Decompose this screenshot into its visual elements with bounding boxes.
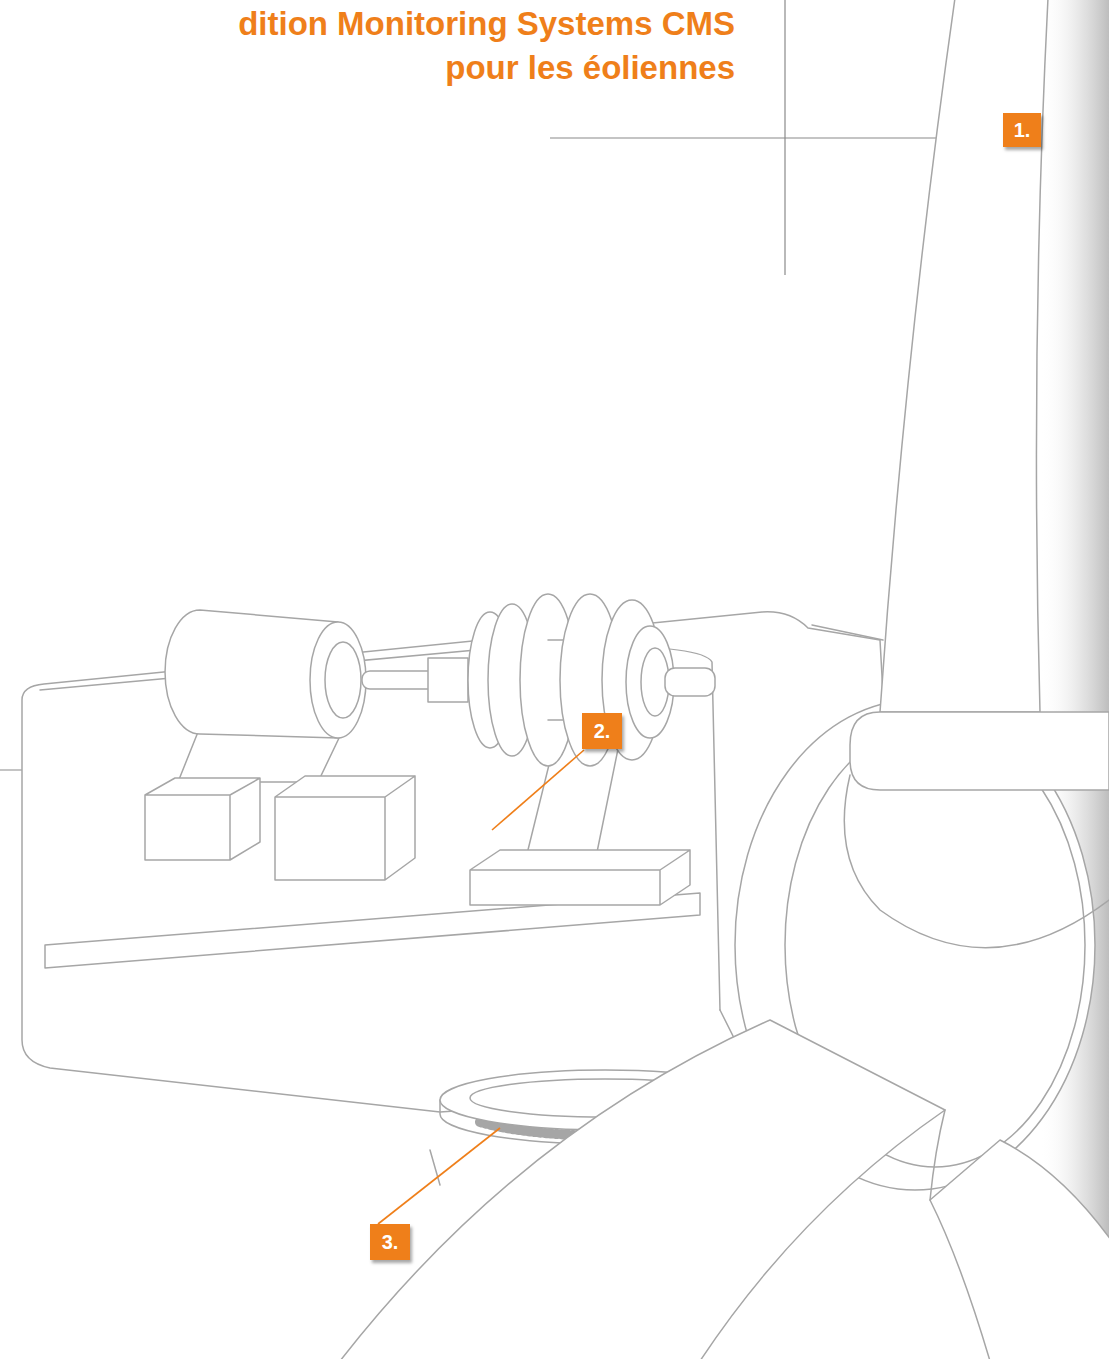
- blade-edge: [930, 1110, 945, 1200]
- foot-block: [145, 778, 260, 860]
- title: dition Monitoring Systems CMS pour les é…: [175, 2, 735, 90]
- leader-lines: [378, 750, 584, 1224]
- gearbox-base: [470, 850, 690, 905]
- generator-bracket: [178, 732, 340, 782]
- callout-box: 1.: [1003, 113, 1041, 147]
- lower-right-blade: [930, 1140, 1109, 1359]
- callout-number: 2.: [594, 720, 611, 742]
- generator-flange: [325, 642, 361, 718]
- upper-blade: [880, 0, 1048, 712]
- blade-collar: [850, 712, 1109, 790]
- blade-edge: [812, 625, 883, 640]
- callout-box: 2.: [582, 713, 622, 749]
- main-shaft: [665, 668, 715, 696]
- sky-clouds: [1040, 0, 1109, 1359]
- coupling: [428, 658, 468, 702]
- callout-box: 3.: [370, 1224, 410, 1260]
- lower-left-blade: [340, 1020, 945, 1359]
- hub-bulb: [844, 775, 1109, 948]
- foot-block: [275, 776, 415, 880]
- callout-number: 1.: [1014, 119, 1031, 141]
- callout-number: 3.: [382, 1231, 399, 1253]
- generator-face: [310, 622, 366, 738]
